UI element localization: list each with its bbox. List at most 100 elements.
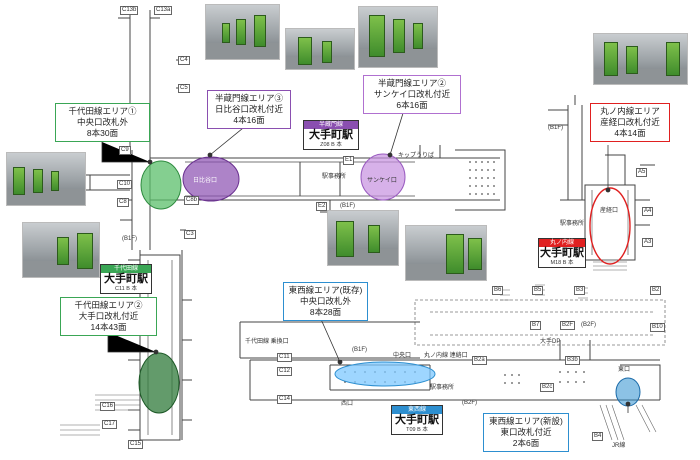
callout-chiyoda1-gate: 中央口改札外 xyxy=(76,117,128,127)
chiyoda-lower-stairs xyxy=(60,394,140,436)
exit-b4: B4 xyxy=(592,432,604,441)
station-sign-marunouchi-name: 大手町駅 xyxy=(540,247,584,259)
area-chiyoda1-highlight xyxy=(140,160,182,210)
callout-chiyoda2-gate: 大手口改札付近 xyxy=(78,311,139,321)
callout-marunouchi-gate: 産経口改札付近 xyxy=(600,117,660,127)
callout-tozai-existing-title: 東西線エリア(既存) xyxy=(288,285,363,295)
leader-lines xyxy=(101,109,631,413)
tozai-upper-outline xyxy=(414,299,666,346)
label-ekimu-marunouchi: 駅事務所 xyxy=(560,221,585,227)
label-ekimu-tozai: 駅事務所 xyxy=(430,385,455,391)
callout-tozai-area-new: 東西線エリア(新設) 東口改札付近 2本6面 xyxy=(483,413,569,452)
callout-marunouchi-area: 丸ノ内線エリア 産経口改札付近 4本14面 xyxy=(590,103,670,142)
exit-c13a: C13a xyxy=(154,6,173,15)
exit-a3: A3 xyxy=(642,238,654,247)
photo-chiyoda-platform xyxy=(22,222,100,278)
station-sign-chiyoda: 千代田線 大手町駅 C11 B 本 xyxy=(100,264,152,294)
callout-marunouchi-title: 丸ノ内線エリア xyxy=(600,106,660,116)
photo-west-concourse xyxy=(6,152,86,206)
label-sankei-gate: サンケイ口 xyxy=(367,178,397,184)
label-marunouchi-renraku: 丸ノ内線 連絡口 xyxy=(424,353,468,359)
callout-chiyoda2-count: 14本43面 xyxy=(90,322,127,332)
exit-b2c: B2c xyxy=(540,383,555,392)
station-sign-hanzomon-code: Z08 B 本 xyxy=(320,142,342,148)
label-chuoguchi: 中央口 xyxy=(393,353,412,359)
exit-c8b: C8b xyxy=(184,196,200,205)
exit-b7: B7 xyxy=(530,321,542,330)
exit-b3: B3 xyxy=(574,286,586,295)
station-sign-chiyoda-code: C11 B 本 xyxy=(115,286,137,292)
exit-c15: C15 xyxy=(128,440,144,449)
label-floor-b1f-tozai: (B1F) xyxy=(352,347,367,353)
exit-b2: B2 xyxy=(650,286,662,295)
photo-hanzomon-concourse xyxy=(358,6,438,68)
callout-marunouchi-count: 4本14面 xyxy=(614,128,646,138)
callout-chiyoda-area-2: 千代田線エリア② 大手口改札付近 14本43面 xyxy=(60,297,157,336)
label-kippu-uriba: キップうりば xyxy=(398,153,435,159)
station-sign-tozai-name: 大手町駅 xyxy=(395,414,439,426)
label-floor-b1f-marunouchi: (B1F) xyxy=(548,125,563,131)
photo-chiyoda-concourse-1 xyxy=(205,4,280,60)
exit-b2a: B2a xyxy=(472,356,487,365)
photo-tozai-concourse-2 xyxy=(405,225,487,281)
label-floor-b1f-chiyoda: (B1F) xyxy=(122,236,137,242)
callout-hanzomon2-title: 半蔵門線エリア② xyxy=(377,78,446,88)
exit-c5: C5 xyxy=(178,84,190,93)
exit-b6: B6 xyxy=(492,286,504,295)
callout-hanzomon2-count: 6本16面 xyxy=(396,100,428,110)
station-sign-tozai-code: T09 B 本 xyxy=(406,427,428,433)
label-hibiya-gate: 日比谷口 xyxy=(193,178,218,184)
photo-tozai-concourse-1 xyxy=(327,210,399,266)
label-nishiguchi: 西口 xyxy=(341,401,354,407)
exit-c14: C14 xyxy=(277,395,293,404)
callout-hanzomon-area-3: 半蔵門線エリア③ 日比谷口改札付近 4本16面 xyxy=(207,90,291,129)
exit-c3: C3 xyxy=(184,230,196,239)
station-sign-marunouchi-line: 丸ノ内線 xyxy=(539,239,585,247)
station-sign-marunouchi-code: M18 B 本 xyxy=(550,260,574,266)
callout-tozai-new-count: 2本6面 xyxy=(512,438,540,448)
photo-chiyoda-concourse-2 xyxy=(285,28,355,70)
area-tozai-existing-highlight xyxy=(334,361,436,387)
exit-c13b: C13b xyxy=(120,6,139,15)
label-floor-b2f-right: (B2F) xyxy=(581,322,596,328)
exit-a5: A5 xyxy=(636,168,648,177)
exit-c16: C16 xyxy=(100,402,116,411)
exit-e2: E2 xyxy=(316,202,328,211)
label-otemachi-dp: 大手DP xyxy=(540,339,561,345)
exit-e1: E1 xyxy=(343,156,355,165)
area-hanzomon2-highlight xyxy=(360,153,406,201)
station-sign-hanzomon-line: 半蔵門線 xyxy=(304,121,358,129)
station-sign-marunouchi: 丸ノ内線 大手町駅 M18 B 本 xyxy=(538,238,586,268)
exit-c8: C8 xyxy=(117,198,129,207)
exit-b10: B10 xyxy=(650,323,665,332)
marunouchi-stairs xyxy=(593,261,627,271)
exit-b2f: B2F xyxy=(560,321,576,330)
callout-chiyoda2-title: 千代田線エリア② xyxy=(74,300,143,310)
label-ekijimusho: 駅事務所 xyxy=(322,174,347,180)
exit-c9: C9 xyxy=(119,146,131,155)
label-sankei-gate-marunouchi: 産経口 xyxy=(600,208,619,214)
station-sign-chiyoda-line: 千代田線 xyxy=(101,265,151,273)
callout-tozai-existing-count: 8本28面 xyxy=(309,307,342,317)
callout-tozai-existing-gate: 中央口改札外 xyxy=(299,296,351,306)
exit-c11: C11 xyxy=(277,353,292,362)
callout-hanzomon2-gate: サンケイ口改札付近 xyxy=(373,89,451,99)
station-sign-hanzomon-name: 大手町駅 xyxy=(309,129,353,141)
callout-hanzomon3-title: 半蔵門線エリア③ xyxy=(214,93,283,103)
callout-hanzomon-area-2: 半蔵門線エリア② サンケイ口改札付近 6本16面 xyxy=(363,75,461,114)
label-jr-line: JR線 xyxy=(612,443,626,449)
station-sign-hanzomon: 半蔵門線 大手町駅 Z08 B 本 xyxy=(303,120,359,150)
exit-a4: A4 xyxy=(642,207,654,216)
callout-chiyoda1-count: 8本30面 xyxy=(86,128,119,138)
callout-hanzomon3-count: 4本16面 xyxy=(233,115,265,125)
exit-b3b: B3b xyxy=(565,356,580,365)
exit-b5: B5 xyxy=(532,286,544,295)
station-sign-tozai-line: 東西線 xyxy=(392,406,442,414)
callout-hanzomon3-gate: 日比谷口改札付近 xyxy=(214,104,283,114)
label-floor-b2f-tozai: (B2F) xyxy=(462,400,477,406)
photo-marunouchi-concourse xyxy=(593,33,688,85)
label-higashiguchi: 東口 xyxy=(618,367,631,373)
exit-c10: C10 xyxy=(117,180,133,189)
station-sign-tozai: 東西線 大手町駅 T09 B 本 xyxy=(391,405,443,435)
